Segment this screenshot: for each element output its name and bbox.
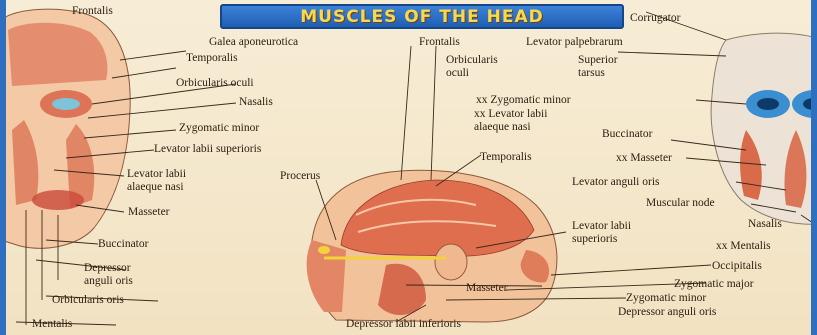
label-zygomatic-major: Zygomatic major <box>674 278 754 291</box>
label-nasalis-left: Nasalis <box>239 96 273 109</box>
label-buccinator-right: Buccinator <box>602 128 652 141</box>
label-orbicularis-oculi-center: Orbicularis oculi <box>446 54 498 80</box>
skull-illustration <box>711 33 817 224</box>
label-levator-labii-alaeque-center: xx Levator labii alaeque nasi <box>474 108 547 134</box>
label-temporalis-center: Temporalis <box>480 151 532 164</box>
label-depressor-anguli-bottom: Depressor anguli oris <box>618 306 716 319</box>
front-face-illustration <box>6 9 130 248</box>
label-mentalis-right: xx Mentalis <box>716 240 771 253</box>
label-depressor-anguli-left: Depressor anguli oris <box>84 262 133 288</box>
label-levator-labii-superioris-center: Levator labii superioris <box>572 220 631 246</box>
label-superior-tarsus: Superior tarsus <box>578 54 618 80</box>
label-occipitalis: Occipitalis <box>712 260 762 273</box>
label-frontalis-top: Frontalis <box>72 5 113 18</box>
label-galea: Galea aponeurotica <box>209 36 298 49</box>
label-levator-anguli-oris: Levator anguli oris <box>572 176 660 189</box>
label-depressor-labii-inferioris: Depressor labii inferioris <box>346 318 461 331</box>
label-orbicularis-oculi-left: Orbicularis oculi <box>176 77 254 90</box>
label-zygomatic-minor-left: Zygomatic minor <box>179 122 259 135</box>
label-zygomatic-minor-center: xx Zygomatic minor <box>476 94 571 107</box>
label-frontalis-center: Frontalis <box>419 36 460 49</box>
label-buccinator-left: Buccinator <box>98 238 148 251</box>
label-corrugator: Corrugator <box>630 12 680 25</box>
label-levator-labii-alaeque-left: Levator labii alaeque nasi <box>127 168 186 194</box>
label-orbicularis-oris-left: Orbicularis oris <box>52 294 124 307</box>
label-procerus: Procerus <box>280 170 320 183</box>
label-temporalis-left: Temporalis <box>186 52 238 65</box>
label-masseter-left: Masseter <box>128 206 170 219</box>
label-masseter-right: xx Masseter <box>616 152 672 165</box>
title-banner: MUSCLES OF THE HEAD <box>220 4 624 29</box>
label-mentalis-left: Mentalis <box>32 318 72 331</box>
label-levator-labii-superioris-left: Levator labii superioris <box>154 143 261 156</box>
label-zygomatic-minor-bottom: Zygomatic minor <box>626 292 706 305</box>
diagram-title: MUSCLES OF THE HEAD <box>300 7 544 27</box>
label-masseter-bottom: Masseter <box>466 282 508 295</box>
label-levator-palpebrarum: Levator palpebrarum <box>526 36 623 49</box>
label-muscular-node: Muscular node <box>646 197 715 210</box>
label-nasalis-right: Nasalis <box>748 218 782 231</box>
